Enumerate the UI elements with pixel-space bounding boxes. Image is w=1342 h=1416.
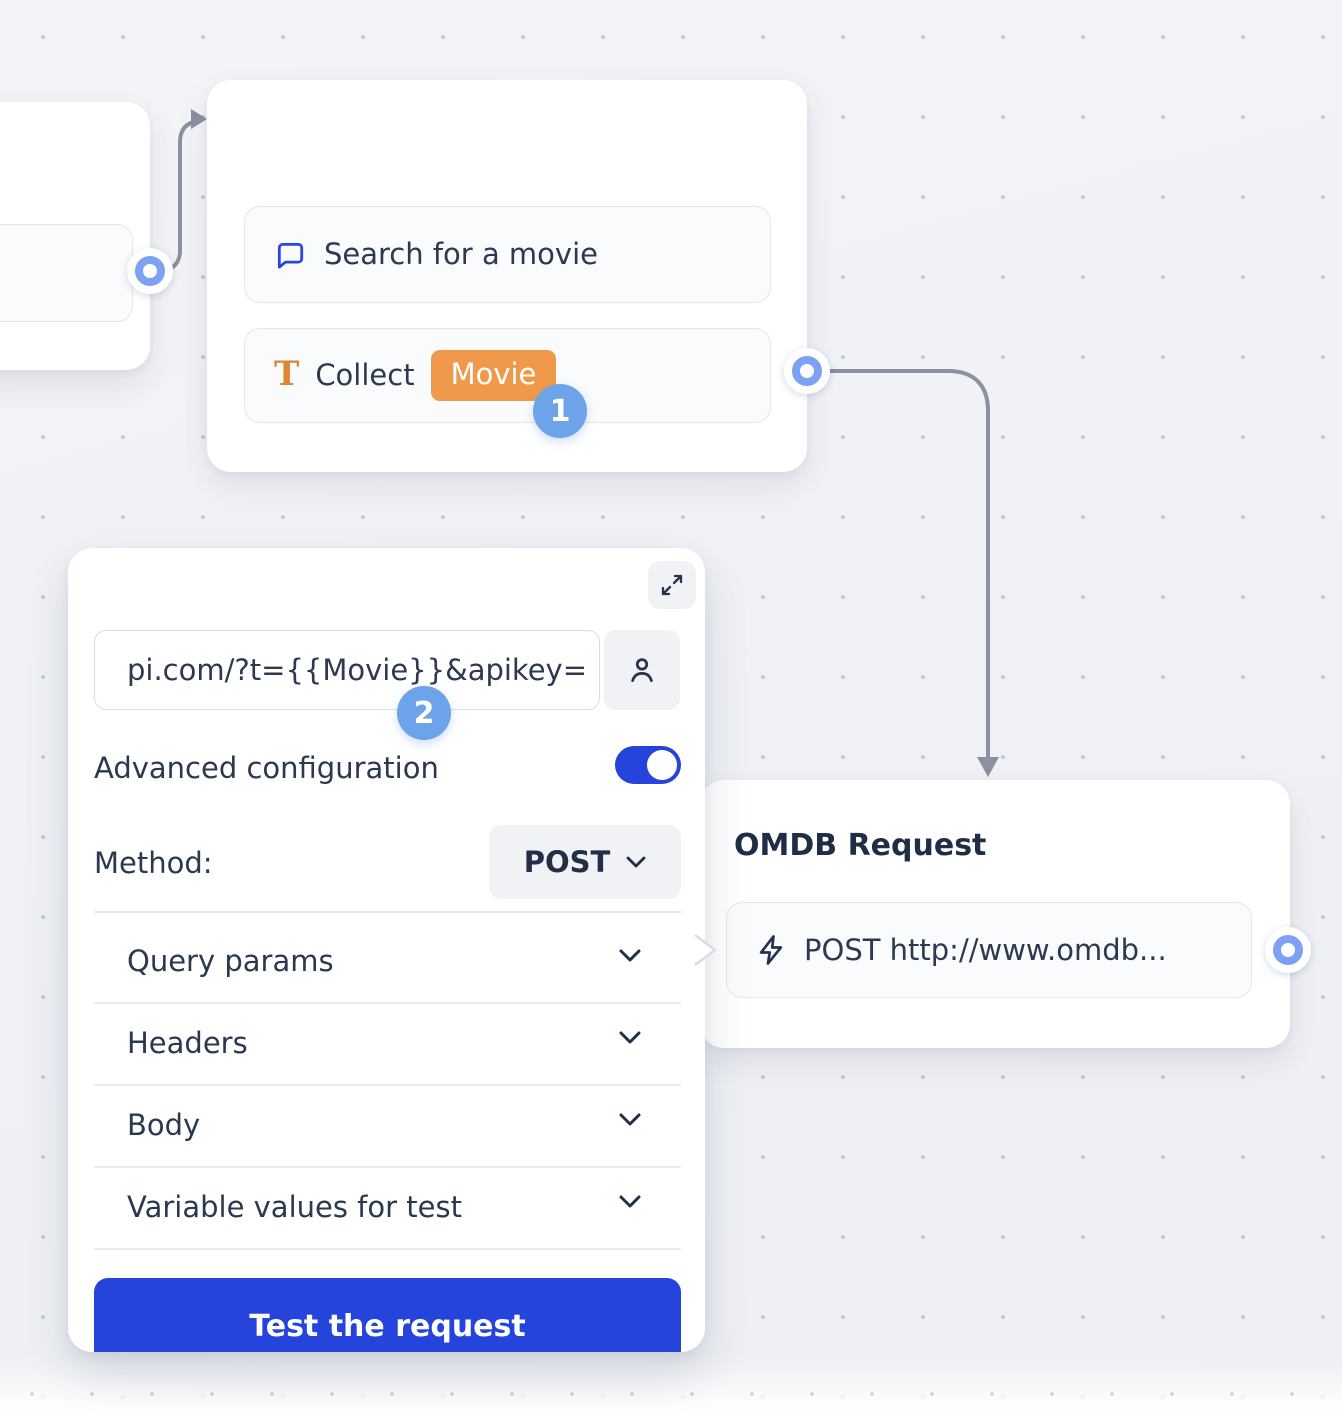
webhook-config-panel[interactable]: 2 Advanced configuration Method: POST Qu…	[68, 548, 705, 1352]
partial-node-output-port[interactable]	[127, 248, 173, 294]
movie-search-question-item[interactable]: Search for a movie	[244, 206, 771, 303]
connector-arrowhead-right-icon	[191, 109, 207, 129]
toggle-knob	[647, 750, 677, 780]
connector-into-movie-search	[156, 119, 199, 273]
node-omdb-request[interactable]: OMDB Request POST http://www.omdb...	[700, 780, 1311, 1048]
item-label: POST http://www.omdb...	[804, 932, 1167, 967]
person-icon	[631, 658, 653, 682]
omdb-output-port[interactable]	[1265, 927, 1311, 973]
port-ring-icon	[792, 356, 822, 386]
divider	[94, 1084, 681, 1086]
expand-diagonal-icon	[661, 574, 683, 596]
movie-search-collect-item[interactable]: T Collect Movie	[244, 328, 771, 423]
step-badge-2: 2	[397, 686, 451, 740]
chevron-down-icon[interactable]	[618, 1112, 642, 1128]
item-label: Collect	[315, 358, 415, 393]
canvas-bottom-fade	[0, 1356, 1342, 1416]
step-badge-1: 1	[533, 384, 587, 438]
advanced-configuration-label: Advanced configuration	[94, 751, 439, 785]
partial-node-item[interactable]	[0, 224, 133, 322]
variables-button[interactable]	[604, 630, 680, 710]
method-value: POST	[523, 845, 611, 879]
divider	[94, 1002, 681, 1004]
divider	[94, 911, 681, 913]
port-ring-icon	[135, 256, 165, 286]
lightning-icon	[759, 935, 783, 965]
section-query-params[interactable]: Query params	[127, 944, 334, 978]
chevron-down-icon[interactable]	[618, 948, 642, 964]
method-select[interactable]: POST	[489, 825, 681, 899]
item-label: Search for a movie	[324, 237, 598, 272]
chevron-down-icon[interactable]	[618, 1030, 642, 1046]
expand-button[interactable]	[648, 561, 696, 609]
connector-arrowhead-down-icon	[977, 757, 999, 777]
test-request-button[interactable]: Test the request	[94, 1278, 681, 1352]
section-body[interactable]: Body	[127, 1108, 201, 1142]
connector-movie-search-to-omdb	[816, 369, 990, 759]
movie-search-output-port[interactable]	[784, 348, 830, 394]
chevron-down-icon	[626, 856, 646, 867]
port-ring-icon	[1273, 935, 1303, 965]
divider	[94, 1248, 681, 1250]
omdb-input-port-arrow[interactable]	[692, 932, 722, 968]
partial-node[interactable]	[0, 102, 173, 370]
node-title: OMDB Request	[734, 828, 987, 863]
chevron-down-icon[interactable]	[618, 1194, 642, 1210]
advanced-configuration-toggle[interactable]	[615, 746, 681, 784]
section-headers[interactable]: Headers	[127, 1026, 248, 1060]
section-variable-values[interactable]: Variable values for test	[127, 1190, 462, 1224]
method-label: Method:	[94, 846, 213, 880]
text-type-icon: T	[274, 354, 300, 394]
chat-bubble-icon	[277, 242, 304, 269]
node-movie-search[interactable]: Movie search /* title position fix below…	[207, 80, 830, 472]
request-url-input[interactable]	[94, 630, 600, 710]
variable-chip[interactable]: Movie	[430, 350, 557, 401]
omdb-request-webhook-item[interactable]: POST http://www.omdb...	[726, 902, 1252, 998]
divider	[94, 1166, 681, 1168]
